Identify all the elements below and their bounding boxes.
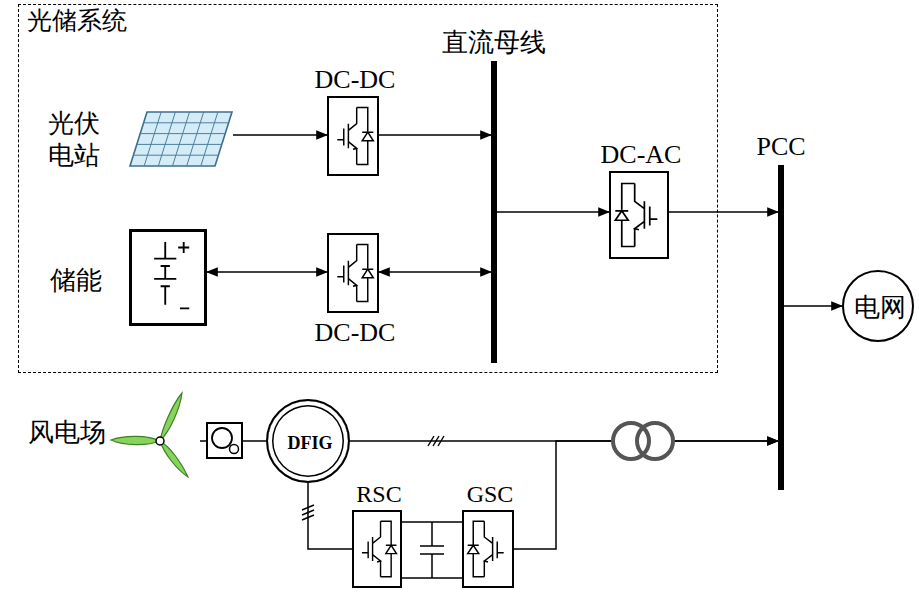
switch-symbol [337, 108, 373, 165]
switch-symbol [615, 184, 657, 247]
node-label: PCC [756, 132, 805, 162]
system-boundary: 光储系统光伏 电站 DC-DC 储能 DC-DC 直流母线 DC-AC [18, 4, 718, 373]
sw-icon [329, 98, 377, 174]
connector [669, 211, 778, 213]
connector [784, 305, 842, 307]
converter-box: RSC [352, 510, 402, 588]
node-label: DC-AC [601, 140, 682, 170]
dfig-circle: DFIG [266, 399, 350, 483]
dc-bus: 直流母线 [491, 61, 497, 363]
connector [379, 271, 491, 273]
storage-box: 储能 [129, 229, 207, 326]
node-label: 直流母线 [442, 28, 546, 58]
battery-symbol [154, 242, 189, 308]
connector [379, 134, 491, 136]
converter-box: DC-DC [327, 96, 379, 176]
pv-icon [129, 111, 233, 167]
switch-symbol [337, 245, 373, 302]
swf-icon [611, 173, 667, 257]
transformer-symbol [613, 423, 673, 459]
connector [497, 211, 609, 213]
node-label: 电网 [854, 293, 906, 323]
pcc-bus: PCC [778, 165, 784, 490]
connector [233, 134, 327, 136]
connector [308, 483, 352, 549]
turbine-blades [111, 393, 188, 477]
node-label: DFIG [288, 433, 333, 454]
node-label: RSC [356, 481, 401, 509]
grid-circle: 电网 [842, 270, 914, 342]
tur-icon [110, 385, 200, 480]
node-label: DC-DC [315, 65, 396, 95]
pv-panel [130, 112, 232, 166]
switch-symbol [468, 521, 504, 577]
node-label: 光储系统 [27, 7, 127, 36]
swf-icon [464, 512, 512, 586]
dc-link-capacitor [402, 522, 462, 578]
bat-icon [132, 232, 204, 323]
sw-icon [329, 235, 377, 311]
connector [207, 271, 327, 273]
switch-symbol [362, 521, 397, 577]
sw-icon [354, 512, 400, 586]
inverter-box: DC-AC [609, 171, 669, 259]
wind-turbine: 风电场 [110, 385, 200, 480]
node-label: DC-DC [315, 318, 396, 348]
pv-station: 光伏 电站 [129, 111, 233, 167]
node-label: 储能 [50, 266, 102, 296]
gearbox-symbol [207, 423, 242, 458]
node-label: 风电场 [28, 418, 106, 448]
node-label: GSC [467, 481, 514, 509]
node-label: 光伏 电站 [48, 107, 103, 172]
converter-box: DC-DC [327, 233, 379, 313]
converter-box: GSC [462, 510, 514, 588]
